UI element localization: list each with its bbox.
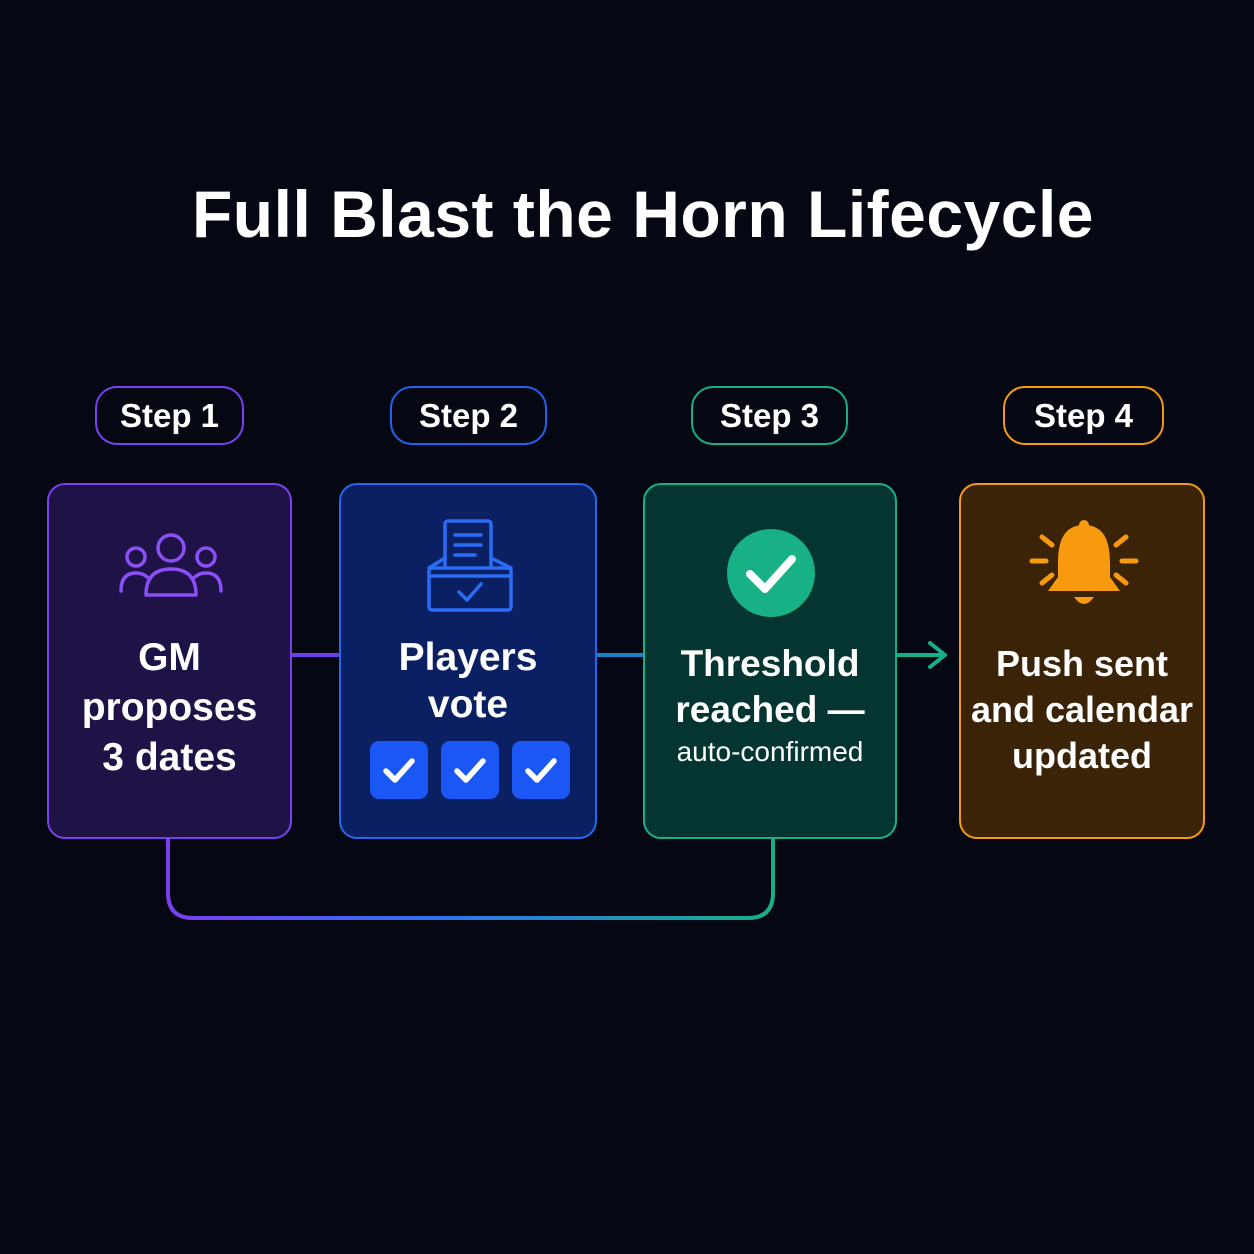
- vote-checkbox: [512, 741, 570, 799]
- ballot-box-icon: [425, 518, 515, 619]
- vote-checkbox: [441, 741, 499, 799]
- step-1-text-line: 3 dates: [102, 736, 237, 779]
- step-3-text-line: Threshold: [680, 643, 860, 684]
- vote-checks: [370, 741, 570, 799]
- step-3-text-line: reached —: [675, 689, 865, 730]
- step-2-text-line: Players: [398, 636, 538, 679]
- arrow-head-icon: [928, 641, 947, 669]
- vote-checkbox: [370, 741, 428, 799]
- check-icon: [454, 758, 486, 783]
- step-3-card: Threshold reached — auto-confirmed: [643, 483, 897, 839]
- bell-ringing-icon: [1026, 517, 1142, 618]
- step-4-text: Push sent and calendar updated: [961, 641, 1203, 779]
- step-3-subtext: auto-confirmed: [676, 736, 864, 767]
- step-1-text-line: GM: [138, 636, 201, 679]
- step-4-text-line: Push sent: [995, 643, 1169, 684]
- step-1-text-line: proposes: [81, 686, 258, 729]
- step-3-label: Step 3: [691, 386, 848, 445]
- step-1-card: GM proposes 3 dates: [47, 483, 292, 839]
- check-icon: [383, 758, 415, 783]
- step-4-card: Push sent and calendar updated: [959, 483, 1205, 839]
- step-4-label: Step 4: [1003, 386, 1164, 445]
- step-2-card: Players vote: [339, 483, 597, 839]
- page-title: Full Blast the Horn Lifecycle: [191, 177, 1095, 251]
- step-2-text: Players vote: [341, 634, 595, 728]
- check-circle-icon: [725, 527, 817, 624]
- users-group-icon: [118, 533, 224, 604]
- check-icon: [525, 758, 557, 783]
- step-4-text-line: updated: [1012, 735, 1152, 776]
- step-4-text-line: and calendar: [970, 689, 1194, 730]
- step-2-text-line: vote: [427, 683, 509, 726]
- step-2-label: Step 2: [390, 386, 547, 445]
- step-3-text: Threshold reached —: [645, 641, 895, 733]
- step-1-label: Step 1: [95, 386, 244, 445]
- step-1-text: GM proposes 3 dates: [49, 633, 290, 783]
- loop-back-connector: [166, 839, 775, 920]
